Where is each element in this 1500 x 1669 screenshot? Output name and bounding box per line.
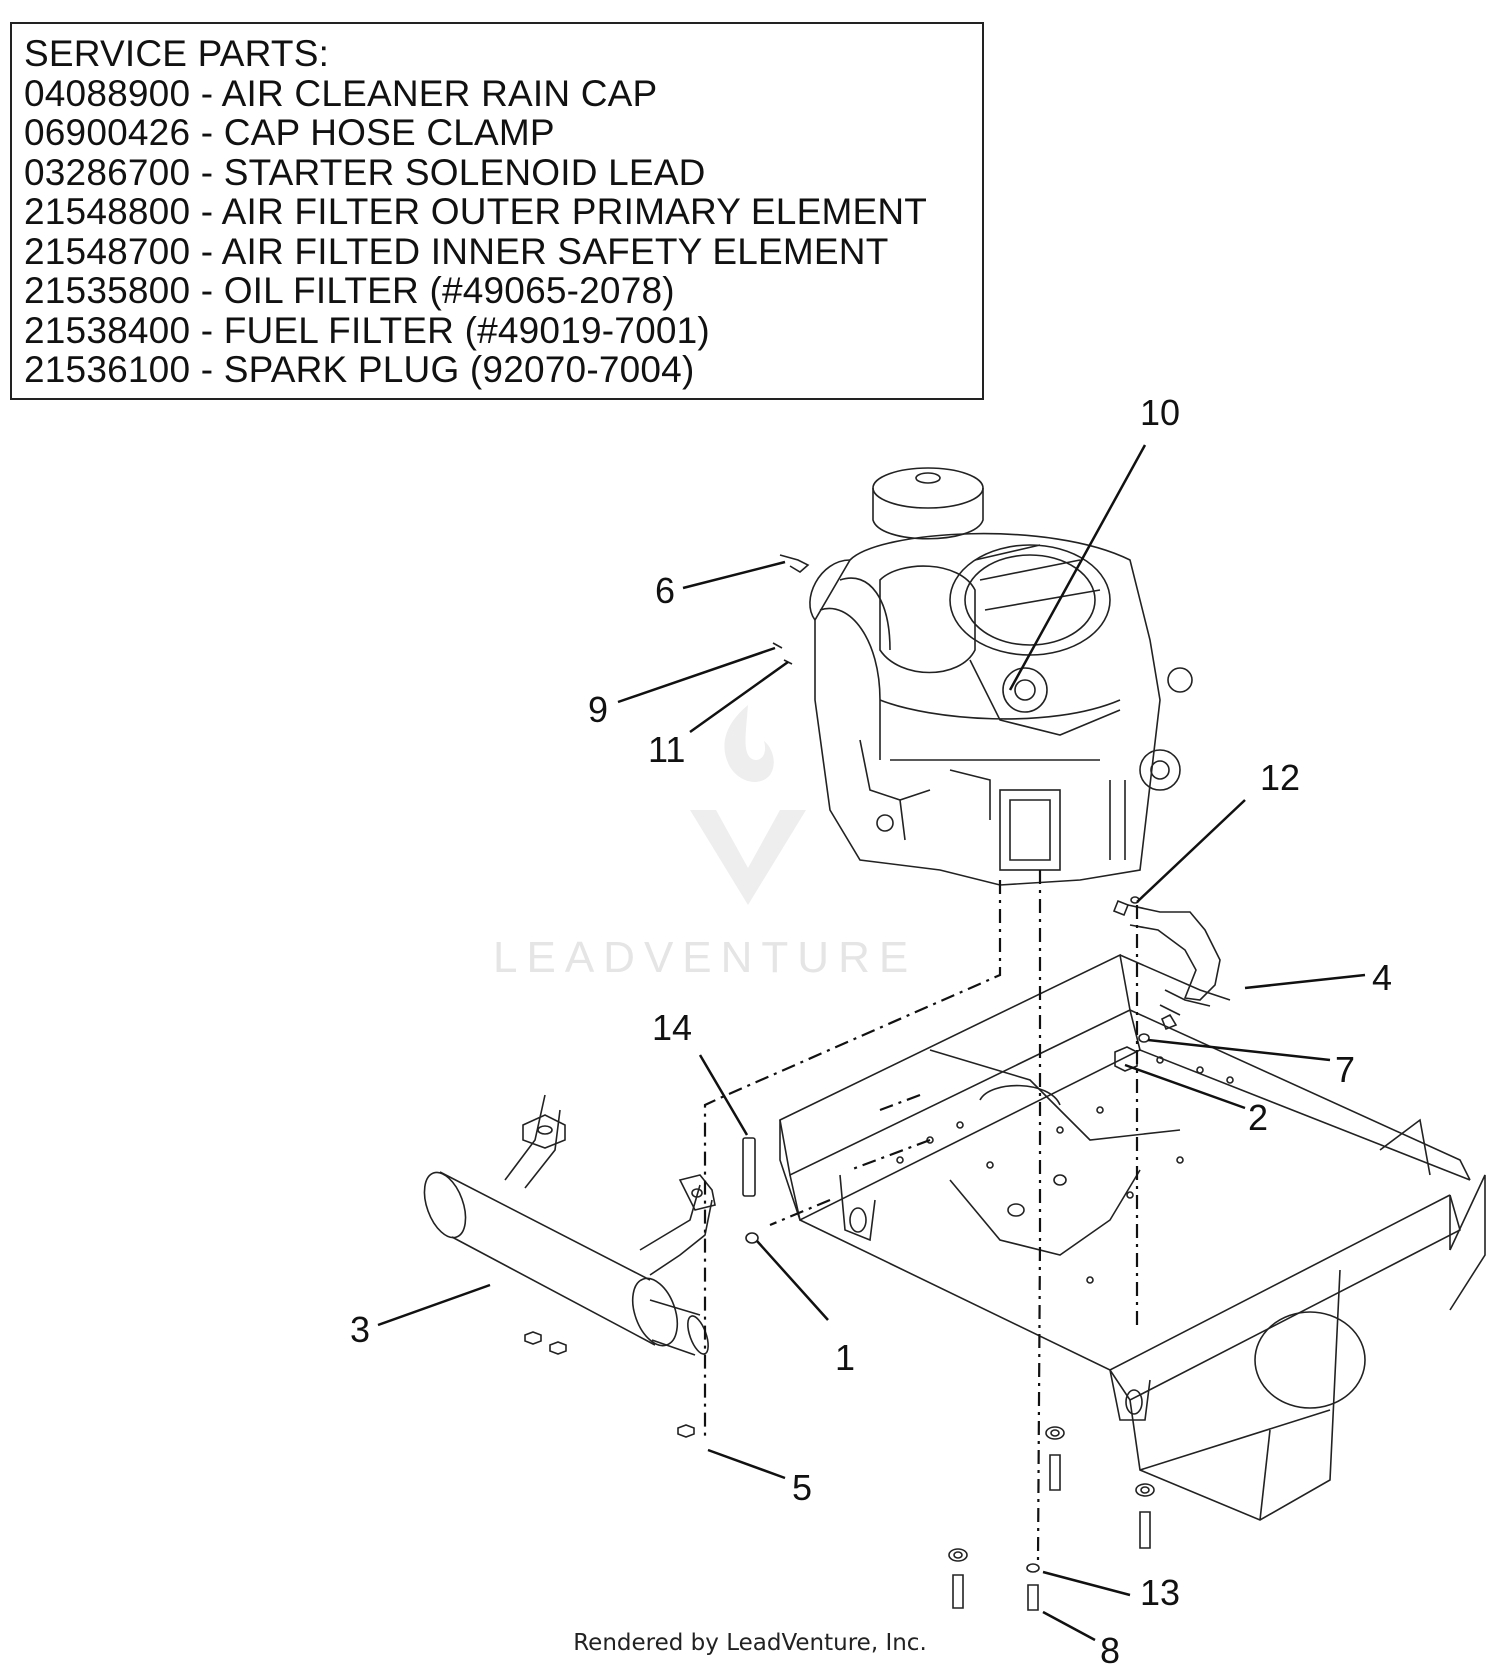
callout-labels: 10 6 9 11 12 4 7 2 14 3 1 5 13 8 <box>350 392 1392 1669</box>
callout-3: 3 <box>350 1309 370 1350</box>
part-14-spacer <box>742 1137 756 1197</box>
service-part-item: 03286700 - STARTER SOLENOID LEAD <box>24 151 706 193</box>
callout-9: 9 <box>588 689 608 730</box>
service-part-item: 21548800 - AIR FILTER OUTER PRIMARY ELEM… <box>24 191 928 232</box>
callout-12: 12 <box>1260 757 1300 798</box>
flame-icon <box>724 705 774 782</box>
callout-1: 1 <box>835 1337 855 1378</box>
mower-frame <box>779 953 1486 1521</box>
callout-11: 11 <box>648 729 685 770</box>
hardware-parts <box>742 554 1221 1611</box>
service-part-item: 04088900 - AIR CLEANER RAIN CAP <box>24 72 658 114</box>
service-part-item: 21536100 - SPARK PLUG (92070-7004) <box>24 349 695 390</box>
watermark-text: LEADVENTURE <box>493 933 917 982</box>
callout-14: 14 <box>652 1007 692 1048</box>
assembly-lines <box>703 870 1139 1561</box>
callout-7: 7 <box>1335 1049 1355 1090</box>
footer-credit: Rendered by LeadVenture, Inc. <box>573 1630 927 1656</box>
callout-10: 10 <box>1140 392 1180 433</box>
part-4-hose <box>1127 904 1221 1001</box>
v-logo-icon <box>690 810 806 905</box>
leadventure-watermark: LEADVENTURE <box>493 705 917 982</box>
service-parts-heading: SERVICE PARTS: <box>24 33 330 74</box>
service-part-item: 06900426 - CAP HOSE CLAMP <box>24 112 555 153</box>
part-1-nut <box>745 1232 759 1244</box>
callout-4: 4 <box>1372 957 1392 998</box>
engine <box>809 467 1193 886</box>
service-part-item: 21548700 - AIR FILTED INNER SAFETY ELEME… <box>24 230 889 272</box>
part-6-lead <box>779 554 810 573</box>
leader-lines <box>377 444 1366 1642</box>
callout-8: 8 <box>1100 1630 1120 1669</box>
muffler <box>423 1094 716 1438</box>
part-2-nut <box>1114 1046 1138 1072</box>
callout-13: 13 <box>1140 1572 1180 1613</box>
callout-2: 2 <box>1248 1097 1268 1138</box>
callout-5: 5 <box>792 1467 812 1508</box>
service-part-item: 21535800 - OIL FILTER (#49065-2078) <box>24 270 675 311</box>
callout-6: 6 <box>655 570 675 611</box>
service-parts-box: SERVICE PARTS: 04088900 - AIR CLEANER RA… <box>10 22 984 400</box>
service-part-item: 21538400 - FUEL FILTER (#49019-7001) <box>24 309 710 351</box>
